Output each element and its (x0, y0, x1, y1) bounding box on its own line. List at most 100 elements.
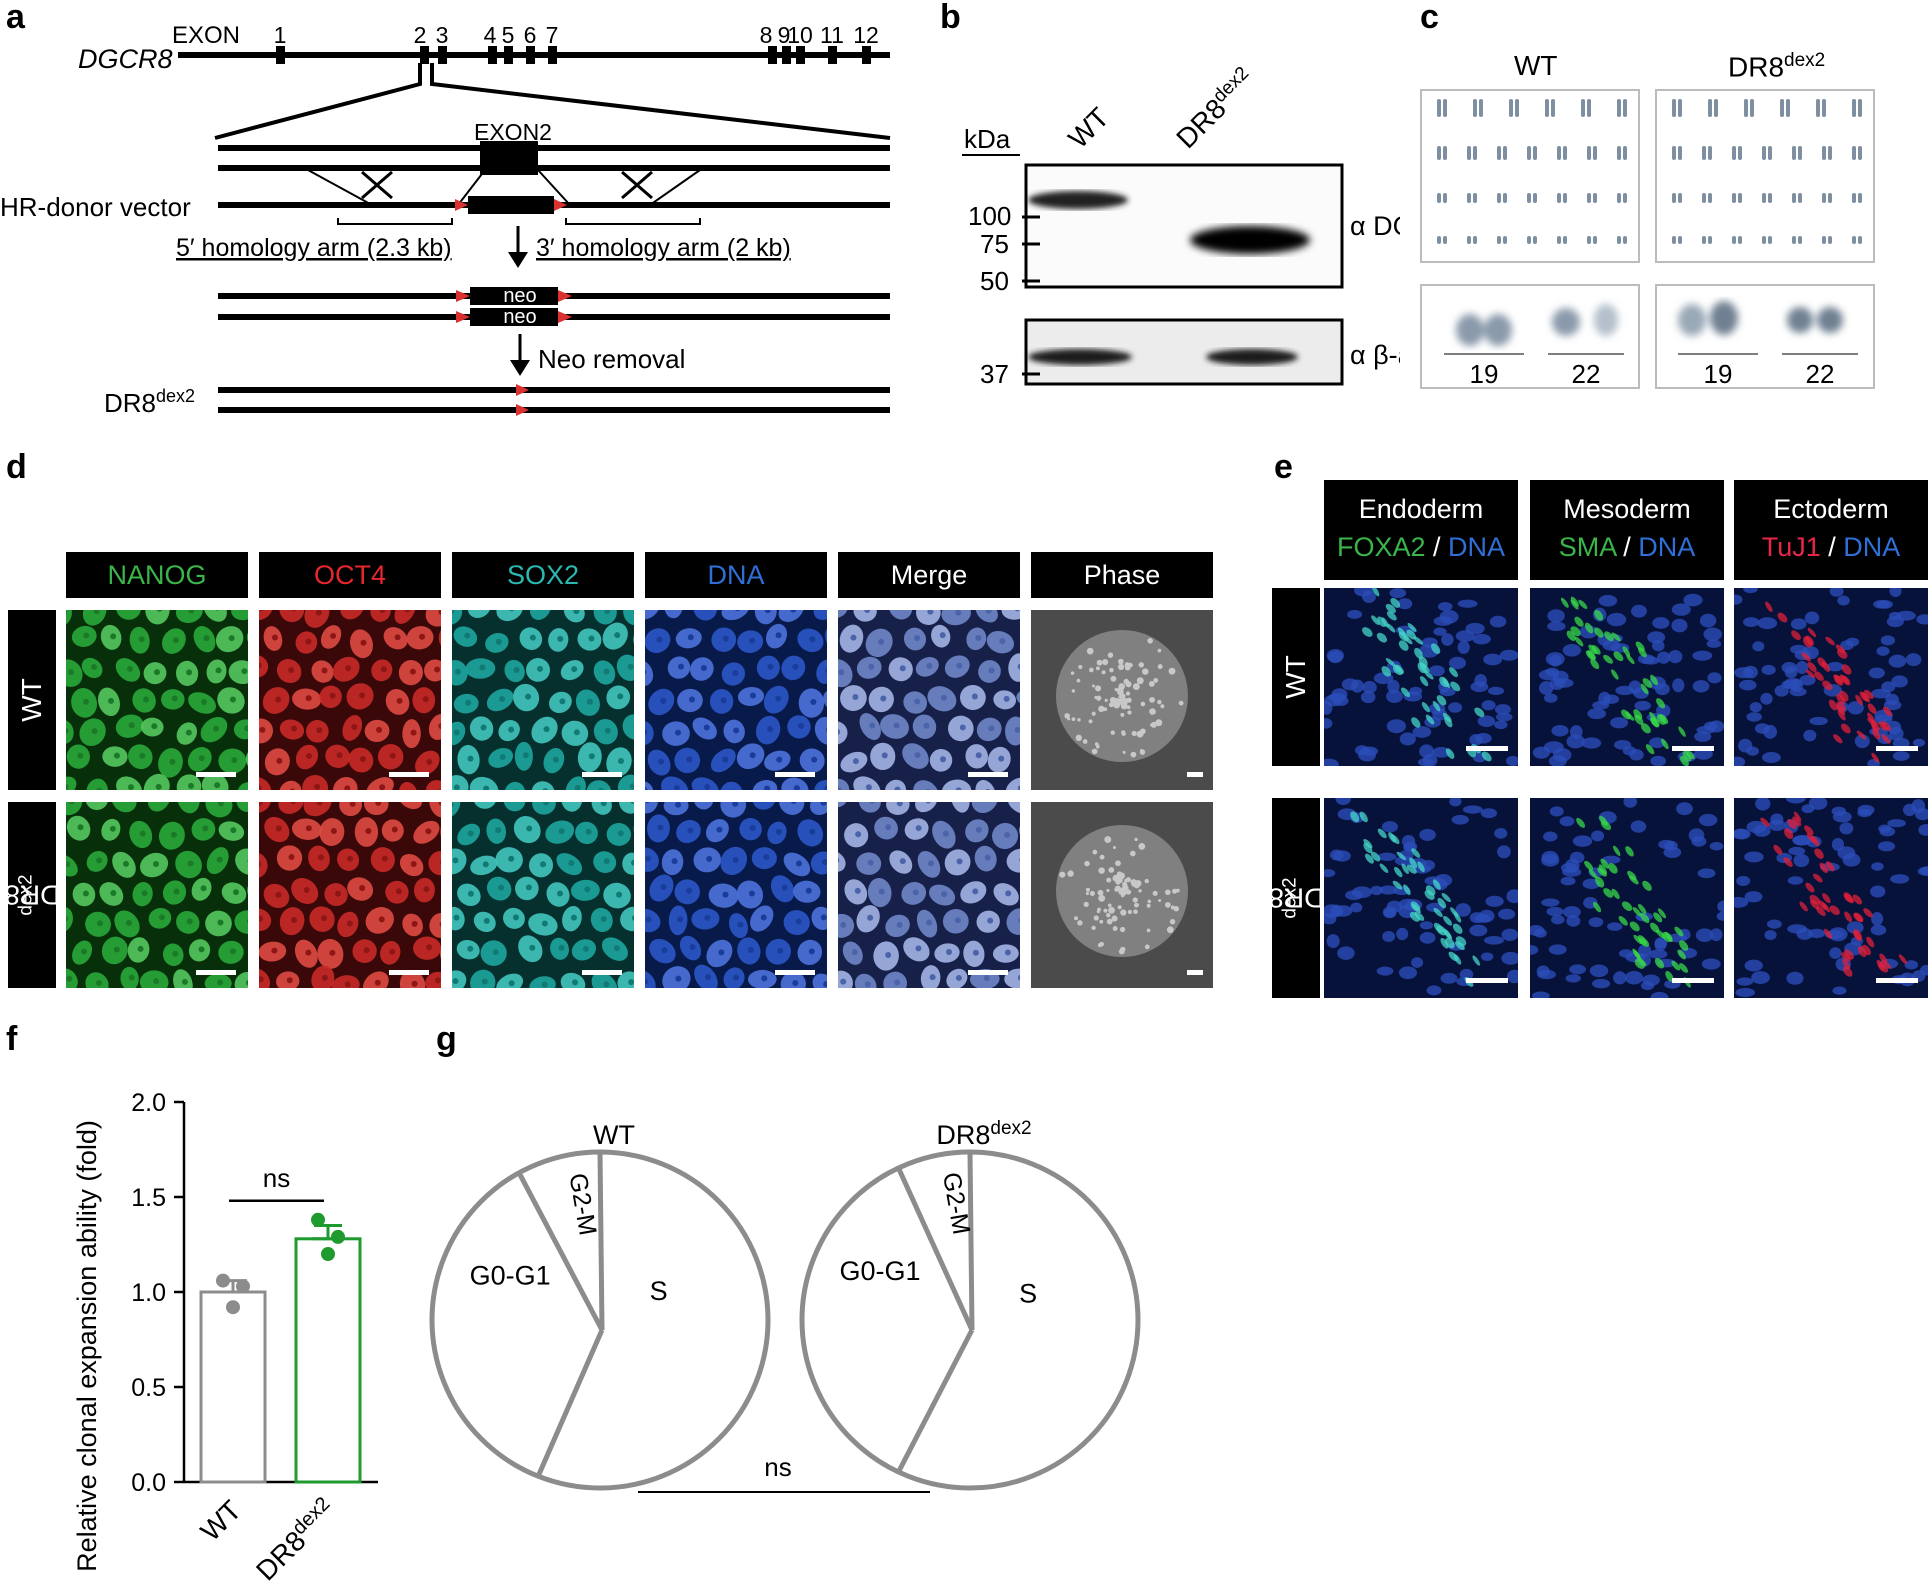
exon-number: 2 (414, 22, 427, 48)
lane-label-wt: WT (1062, 102, 1115, 155)
nucleolus (438, 723, 441, 729)
nucleolus (438, 789, 441, 790)
colony-cell (1082, 739, 1088, 744)
marker-signal (1829, 905, 1840, 916)
nucleolus (975, 634, 982, 641)
nucleolus (381, 855, 388, 862)
nucleus (1788, 846, 1806, 856)
nucleus (1494, 720, 1508, 730)
nucleolus (314, 783, 321, 790)
nucleolus (529, 634, 536, 641)
colony-cell (1123, 678, 1129, 685)
nucleus (1752, 641, 1765, 652)
marker-signal (1844, 893, 1854, 904)
nucleus (259, 776, 271, 790)
colony-cell (1096, 659, 1103, 666)
colony-cell (1164, 901, 1171, 908)
bar-y-axis-label: Relative clonal expansion ability (fold) (72, 1120, 102, 1572)
chromosome (1672, 236, 1676, 244)
crossover-left (307, 169, 486, 206)
nucleolus (425, 828, 432, 835)
nucleus (1624, 971, 1644, 985)
chr22-mut: 22 (1806, 359, 1835, 389)
colony-cell (1106, 877, 1112, 883)
nucleus (1566, 734, 1585, 749)
colony-cell (1084, 860, 1090, 867)
exon-mark (438, 46, 447, 64)
nucleolus (481, 978, 488, 985)
marker-signal (1634, 714, 1644, 725)
colony-cell (1138, 889, 1142, 893)
colony-cell (1133, 902, 1139, 908)
nucleus (429, 912, 441, 938)
nucleolus (585, 828, 592, 835)
colony-cell (1116, 871, 1123, 877)
nucleus (1587, 708, 1607, 720)
loxp-final-2 (516, 404, 529, 416)
colony-cell (1132, 683, 1140, 691)
nucleus (1671, 603, 1691, 616)
chromosome (1473, 146, 1477, 160)
marker-signal (1594, 609, 1604, 621)
colony-cell (1122, 750, 1126, 754)
nucleus (1870, 924, 1887, 936)
nucleus (1472, 633, 1491, 645)
nucleolus (878, 888, 885, 895)
nucleolus (657, 824, 664, 831)
nucleus (340, 610, 365, 620)
nucleus (1469, 733, 1483, 746)
nucleolus (927, 610, 934, 615)
chromosome-spreads (1437, 99, 1862, 244)
colony-cell (1136, 730, 1144, 738)
colony-cell (1110, 730, 1115, 735)
nucleus (1716, 911, 1724, 921)
marker-signal (1371, 588, 1380, 597)
nucleus (278, 802, 304, 814)
nucleolus (410, 729, 417, 736)
colony-cell (1089, 890, 1096, 897)
nucleolus (645, 978, 649, 985)
marker-signal (1608, 863, 1618, 874)
nucleus (1877, 841, 1896, 852)
colony-cell (1096, 744, 1100, 748)
marker-signal (1791, 630, 1801, 641)
marker-signal (1871, 752, 1880, 763)
nucleolus (200, 885, 207, 892)
chromosome (1798, 193, 1802, 203)
nucleus (1842, 853, 1861, 867)
chromosome (1467, 236, 1471, 244)
nucleus (259, 852, 268, 878)
chromosome (1708, 193, 1712, 203)
marker-signal (1449, 667, 1458, 678)
marker-signal (1595, 876, 1605, 888)
nucleus (1480, 808, 1498, 819)
nucleolus (940, 694, 947, 701)
marker-signal (1841, 675, 1851, 686)
nucleolus (66, 861, 71, 868)
nucleolus (423, 886, 430, 893)
nucleolus (838, 857, 840, 863)
chromosome (1858, 146, 1862, 160)
nucleus (66, 854, 78, 877)
nucleolus (925, 788, 931, 790)
nucleolus (825, 668, 827, 674)
nucleolus (645, 787, 648, 790)
nucleolus (603, 858, 610, 865)
nucleolus (790, 610, 797, 613)
nucleus (1362, 590, 1376, 603)
nucleolus (820, 802, 827, 806)
nucleus (1591, 830, 1605, 842)
marker-signal (1441, 893, 1451, 903)
nucleolus (885, 951, 892, 958)
exon-number: 3 (436, 22, 449, 48)
colony-cell (1098, 705, 1105, 713)
exon-mark (782, 46, 791, 64)
teratoma-ectoderm-mut (1734, 798, 1928, 998)
nucleus (116, 610, 142, 620)
nucleus (1362, 681, 1377, 694)
nucleolus (558, 944, 565, 951)
nucleolus (795, 918, 802, 925)
nucleolus (522, 752, 529, 759)
nucleus (1746, 746, 1760, 756)
nucleolus (867, 914, 874, 921)
